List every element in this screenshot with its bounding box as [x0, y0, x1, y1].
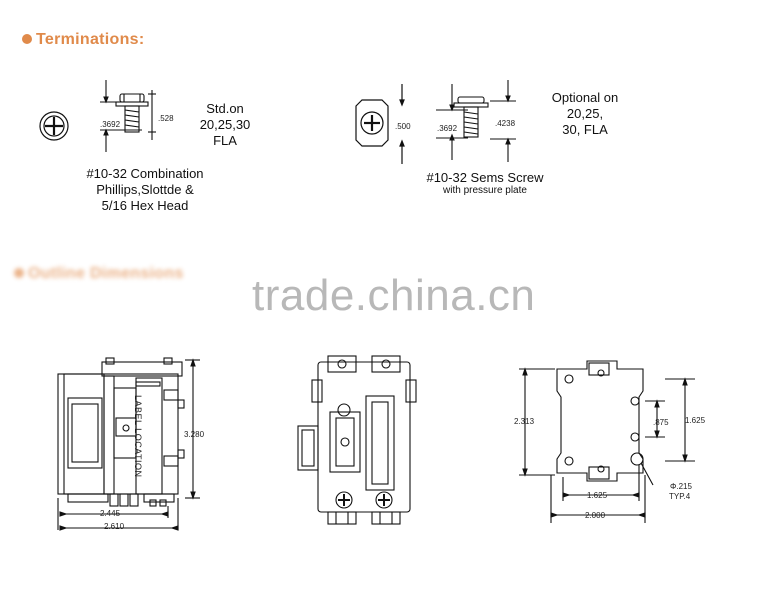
- screw-top-view-icon: [39, 111, 69, 141]
- right-caption: #10-32 Sems Screw: [426, 170, 544, 185]
- hole-note: TYP.4: [669, 492, 691, 501]
- right-width-dim: .500: [395, 122, 411, 131]
- contactor-front-view: [297, 355, 417, 525]
- bottom-height-dim: 2.313: [514, 417, 535, 426]
- bottom-width-outer-dim: 2.000: [585, 511, 606, 520]
- right-height-dim: .3692: [437, 124, 458, 133]
- bottom-height-inner-dim: 1.625: [685, 416, 706, 425]
- watermark: trade.china.cn: [252, 271, 536, 320]
- sems-screw-top-view-icon: [355, 84, 405, 164]
- side-width-outer-dim: 2.610: [104, 522, 125, 531]
- bottom-width-inner-dim: 1.625: [587, 491, 608, 500]
- left-caption: #10-32 Combination Phillips,Slottde & 5/…: [86, 166, 204, 213]
- right-sub-caption: with pressure plate: [443, 185, 527, 196]
- side-width-inner-dim: 2.445: [100, 509, 121, 518]
- bottom-hole-spacing-dim: .875: [653, 418, 669, 427]
- contactor-bottom-view: [519, 360, 695, 523]
- outline-heading: Outline Dimensions: [14, 265, 184, 283]
- right-availability: Optional on 20,25, 30, FLA: [551, 90, 619, 137]
- left-height-dim: .3692: [100, 120, 121, 129]
- terminations-heading: Terminations:: [22, 31, 145, 49]
- bullet-dot-icon: [22, 34, 32, 44]
- label-location-text: LABEL LOCATION: [133, 395, 143, 478]
- hole-diameter-dim: Φ.215: [670, 482, 692, 491]
- left-availability: Std.on 20,25,30 FLA: [199, 101, 251, 148]
- sems-screw-drawing: [355, 80, 516, 164]
- side-height-dim: 3.280: [184, 430, 205, 439]
- right-length-dim: .4238: [495, 119, 516, 128]
- sems-screw-side-view-icon: [436, 80, 516, 162]
- left-length-dim: .528: [158, 114, 174, 123]
- screw-side-view-icon: [100, 80, 156, 152]
- contactor-side-view: [57, 357, 200, 531]
- bullet-dot-icon: [14, 268, 24, 278]
- combination-screw-drawing: [39, 80, 156, 152]
